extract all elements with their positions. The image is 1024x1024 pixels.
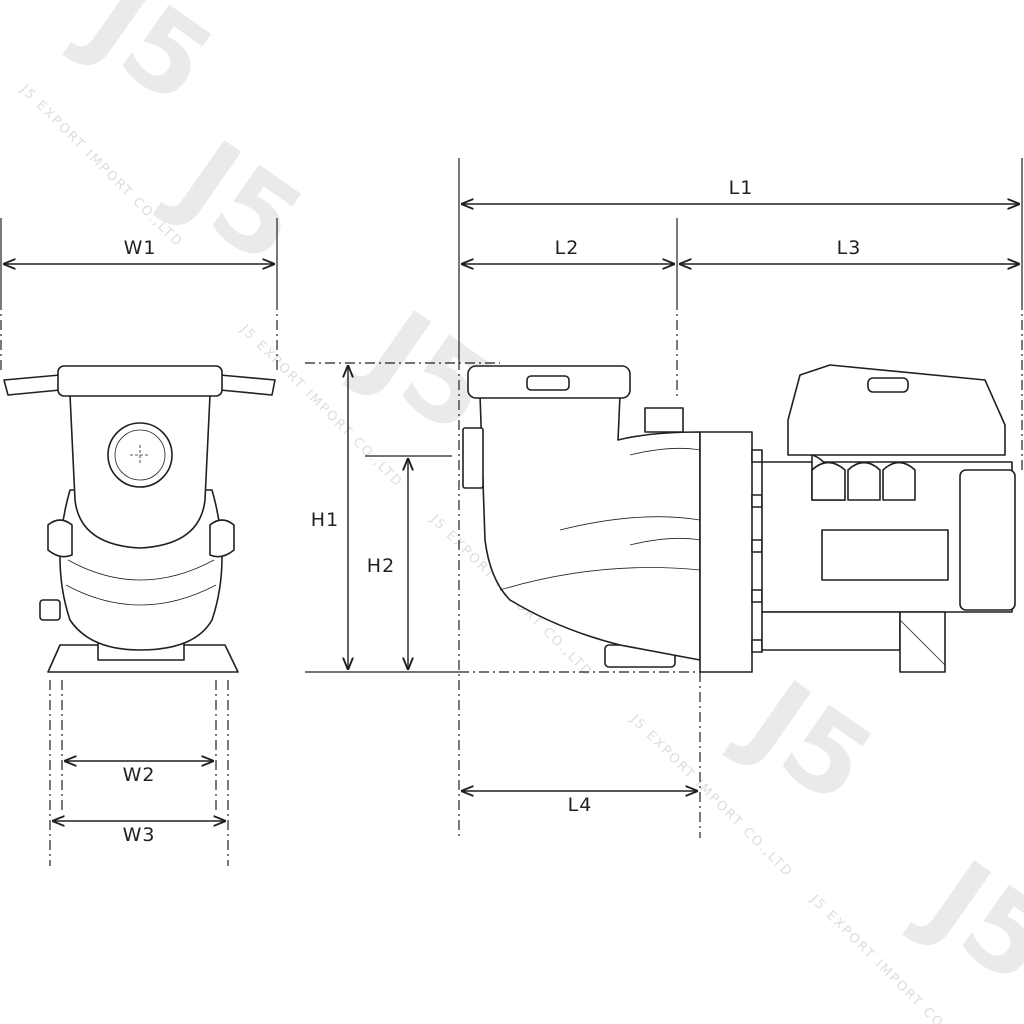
dimension-label-h1: H1 [311,509,339,531]
svg-text:J5: J5 [59,0,234,129]
svg-text:J5: J5 [899,832,1024,1008]
dimension-label-h2: H2 [367,555,395,577]
dimension-label-w3: W3 [123,824,156,846]
dimension-label-l3: L3 [837,237,862,259]
dimension-label-l1: L1 [729,177,754,199]
svg-text:J5: J5 [149,112,324,288]
dimension-label-l4: L4 [568,794,593,816]
pump-side-view [462,364,1016,673]
pump-front-view [3,365,276,673]
dimension-lines [0,158,1023,866]
dimension-label-w1: W1 [124,237,157,259]
dimension-label-w2: W2 [123,764,156,786]
dimension-label-l2: L2 [555,237,580,259]
svg-text:J5: J5 [719,652,894,828]
